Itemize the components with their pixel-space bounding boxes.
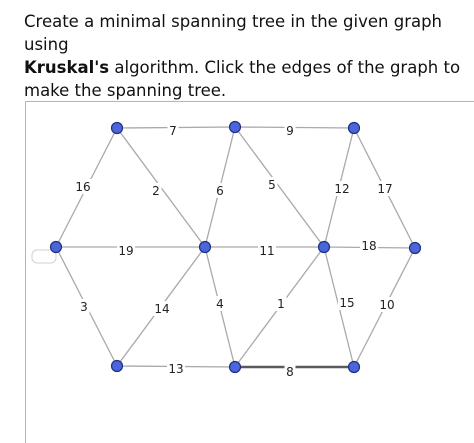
- edge-13-label-bg: [167, 361, 185, 376]
- edge-weight-label: 7: [169, 124, 177, 138]
- edge-15[interactable]: 15: [323, 246, 356, 368]
- edge-18-label-bg: [360, 238, 378, 253]
- edge-weight-label: 3: [80, 300, 88, 314]
- instructions-line-3: make the spanning tree.: [24, 81, 227, 100]
- edge-weight-label: 18: [361, 239, 376, 253]
- edge-17[interactable]: 17: [353, 127, 416, 249]
- edge-1-label-bg: [275, 296, 287, 311]
- edges-layer: 7 9 16 2 6 5 12 17 19 11 18 3 14 4 1 15 10 13 8: [55, 123, 416, 379]
- edge-12[interactable]: 12: [323, 127, 355, 248]
- edge-15-label-bg: [338, 295, 356, 310]
- edge-weight-label: 19: [118, 244, 133, 258]
- instructions-line-2: Kruskal's algorithm. Click the edges of …: [24, 56, 464, 79]
- edge-weight-label: 9: [286, 124, 294, 138]
- edge-weight-label: 11: [259, 244, 274, 258]
- edge-13[interactable]: 13: [116, 361, 236, 376]
- vertices-layer: [49, 120, 422, 374]
- edge-7[interactable]: 7: [116, 123, 236, 138]
- edge-weight-label: 14: [154, 302, 169, 316]
- vertex-middle-far-left: [49, 240, 63, 254]
- vertex-middle-far-right: [408, 241, 422, 255]
- vertex-middle-left: [198, 240, 212, 254]
- vertex-bottom-middle: [228, 360, 242, 374]
- edge-12-label-bg: [333, 181, 351, 196]
- graph-frame-border: [25, 101, 474, 443]
- edge-3-label-bg: [78, 299, 90, 314]
- edge-7-label-bg: [167, 123, 179, 138]
- edge-weight-label: 10: [379, 298, 394, 312]
- edge-weight-label: 17: [377, 182, 392, 196]
- edge-19-label-bg: [117, 243, 135, 258]
- input-handle[interactable]: [31, 249, 57, 264]
- graph-svg[interactable]: 7 9 16 2 6 5 12 17 19 11 18 3 14 4 1 15 10 13 8: [25, 101, 474, 443]
- vertex-top-middle: [228, 120, 242, 134]
- edge-8-label-bg: [284, 364, 296, 379]
- edge-9[interactable]: 9: [234, 123, 355, 138]
- edge-weight-label: 5: [268, 178, 276, 192]
- instructions-line-1: Create a minimal spanning tree in the gi…: [24, 12, 443, 54]
- edge-weight-label: 16: [75, 180, 90, 194]
- vertex-top-right: [347, 121, 361, 135]
- vertex-middle-right: [317, 240, 331, 254]
- edge-18[interactable]: 18: [323, 238, 416, 253]
- edge-weight-label: 12: [334, 182, 349, 196]
- edge-2[interactable]: 2: [116, 127, 206, 248]
- edge-weight-label: 13: [168, 362, 183, 376]
- edge-5[interactable]: 5: [234, 126, 325, 248]
- edge-19[interactable]: 19: [56, 243, 205, 258]
- edge-10[interactable]: 10: [353, 247, 416, 368]
- edge-11-label-bg: [258, 243, 276, 258]
- edge-14-label-bg: [153, 301, 171, 316]
- edge-8[interactable]: 8: [235, 364, 354, 379]
- edge-5-label-bg: [266, 177, 278, 192]
- edge-14[interactable]: 14: [116, 246, 206, 367]
- edge-11[interactable]: 11: [205, 243, 324, 258]
- instructions: Create a minimal spanning tree in the gi…: [24, 10, 464, 102]
- graph-canvas[interactable]: 7 9 16 2 6 5 12 17 19 11 18 3 14 4 1 15 10 13 8: [25, 101, 474, 443]
- vertex-bottom-left: [110, 359, 124, 373]
- edge-weight-label: 4: [216, 297, 224, 311]
- edge-3[interactable]: 3: [55, 246, 118, 367]
- edge-2-label-bg: [150, 183, 162, 198]
- vertex-top-left: [110, 121, 124, 135]
- edge-weight-label: 2: [152, 184, 160, 198]
- edge-weight-label: 15: [339, 296, 354, 310]
- edge-weight-label: 6: [216, 184, 224, 198]
- vertex-bottom-right: [347, 360, 361, 374]
- edge-16[interactable]: 16: [55, 127, 118, 248]
- edge-6[interactable]: 6: [204, 126, 236, 248]
- edge-9-label-bg: [284, 123, 296, 138]
- edge-17-label-bg: [376, 181, 394, 196]
- edge-4-label-bg: [214, 296, 226, 311]
- edge-5-line[interactable]: [234, 126, 325, 248]
- edge-1[interactable]: 1: [234, 246, 325, 368]
- edge-4[interactable]: 4: [204, 246, 236, 368]
- edge-10-label-bg: [378, 297, 396, 312]
- algorithm-name: Kruskal's: [24, 58, 110, 77]
- edge-6-label-bg: [214, 183, 226, 198]
- edge-16-label-bg: [74, 179, 92, 194]
- instructions-line-2-rest: algorithm. Click the edges of the graph …: [109, 58, 461, 77]
- edge-weight-label: 8: [286, 365, 294, 379]
- edge-weight-label: 1: [277, 297, 285, 311]
